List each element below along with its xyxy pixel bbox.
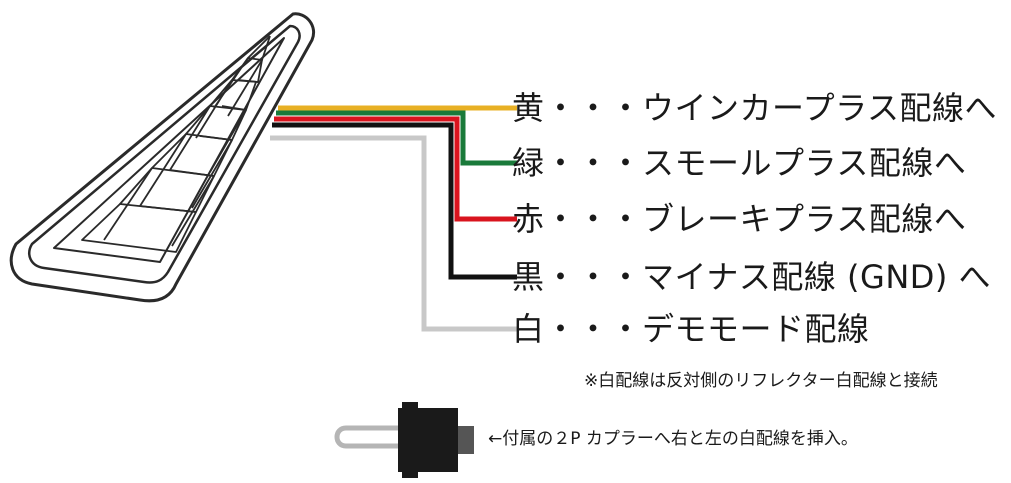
coupler-cap bbox=[458, 426, 474, 454]
wire-group bbox=[270, 105, 517, 332]
wire-white bbox=[270, 135, 517, 332]
wire-green bbox=[276, 110, 517, 166]
label-green: 緑・・・スモールプラス配線へ bbox=[512, 144, 967, 182]
reflector-unit bbox=[9, 12, 315, 303]
wire-red bbox=[274, 116, 517, 222]
label-red: 赤・・・ブレーキプラス配線へ bbox=[512, 200, 967, 238]
reflector-facets bbox=[81, 35, 271, 253]
label-white: 白・・・デモモード配線 bbox=[512, 310, 870, 348]
coupler-note: ←付属の２P カプラーへ右と左の白配線を挿入。 bbox=[488, 429, 858, 449]
white-wire-note: ※白配線は反対側のリフレクター白配線と接続 bbox=[584, 371, 938, 391]
coupler-body bbox=[398, 402, 458, 478]
reflector-inner bbox=[28, 24, 301, 284]
label-yellow: 黄・・・ウインカープラス配線へ bbox=[512, 89, 997, 127]
label-black: 黒・・・マイナス配線 (GND) へ bbox=[512, 258, 992, 296]
coupler bbox=[334, 402, 474, 478]
coupler-wire-loop bbox=[334, 425, 402, 449]
wire-black bbox=[272, 122, 517, 280]
